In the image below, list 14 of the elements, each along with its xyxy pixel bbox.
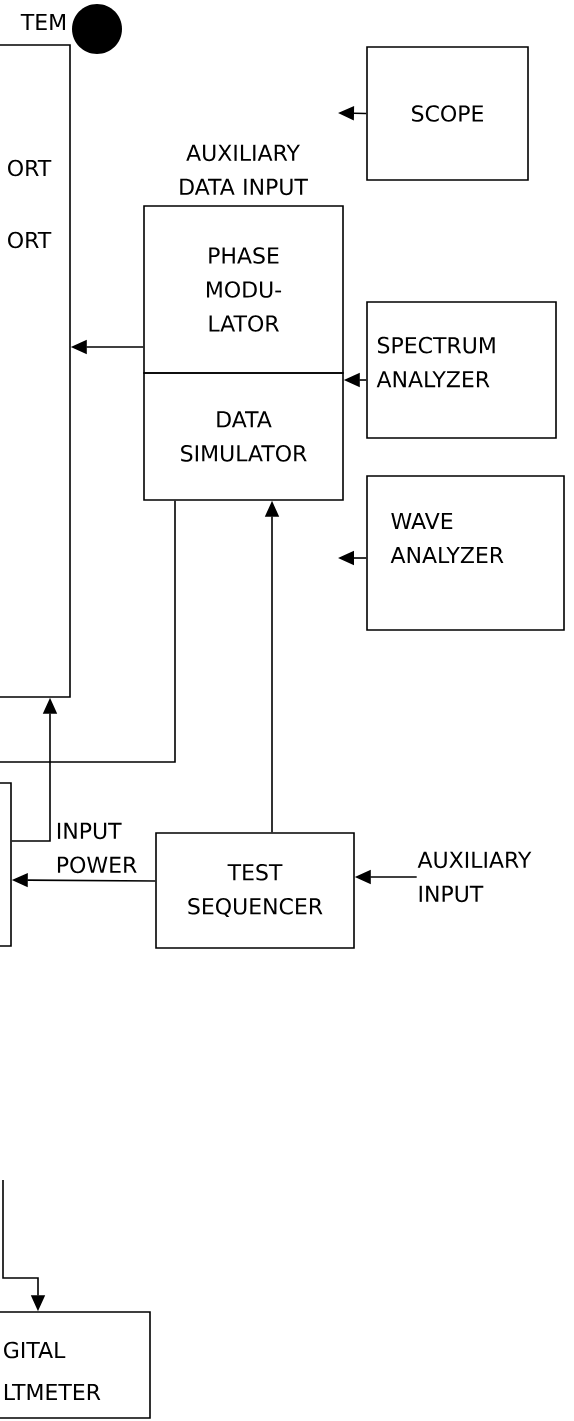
connector-line: [0, 500, 176, 763]
block-box: TEM ORT ORT: [0, 14, 71, 698]
signal-label: AUXILIARY INPUT: [417, 851, 532, 903]
signal-label: INPUT POWER: [57, 822, 137, 874]
block-box: DATA SIMULATOR: [143, 372, 344, 501]
block-box: TEST SEQUENCER: [155, 832, 355, 949]
block-box: SCOPE: [366, 46, 529, 181]
block-box: GITAL LTMETER: [0, 1311, 151, 1419]
block-box: [0, 782, 12, 947]
block-box: SPECTRUM ANALYZER: [366, 301, 557, 439]
block-box: WAVE ANALYZER: [366, 475, 565, 631]
block-box: PHASE MODU- LATOR: [143, 205, 344, 374]
node-label: TEM: [20, 13, 65, 31]
signal-label: AUXILIARY DATA INPUT: [180, 144, 308, 196]
